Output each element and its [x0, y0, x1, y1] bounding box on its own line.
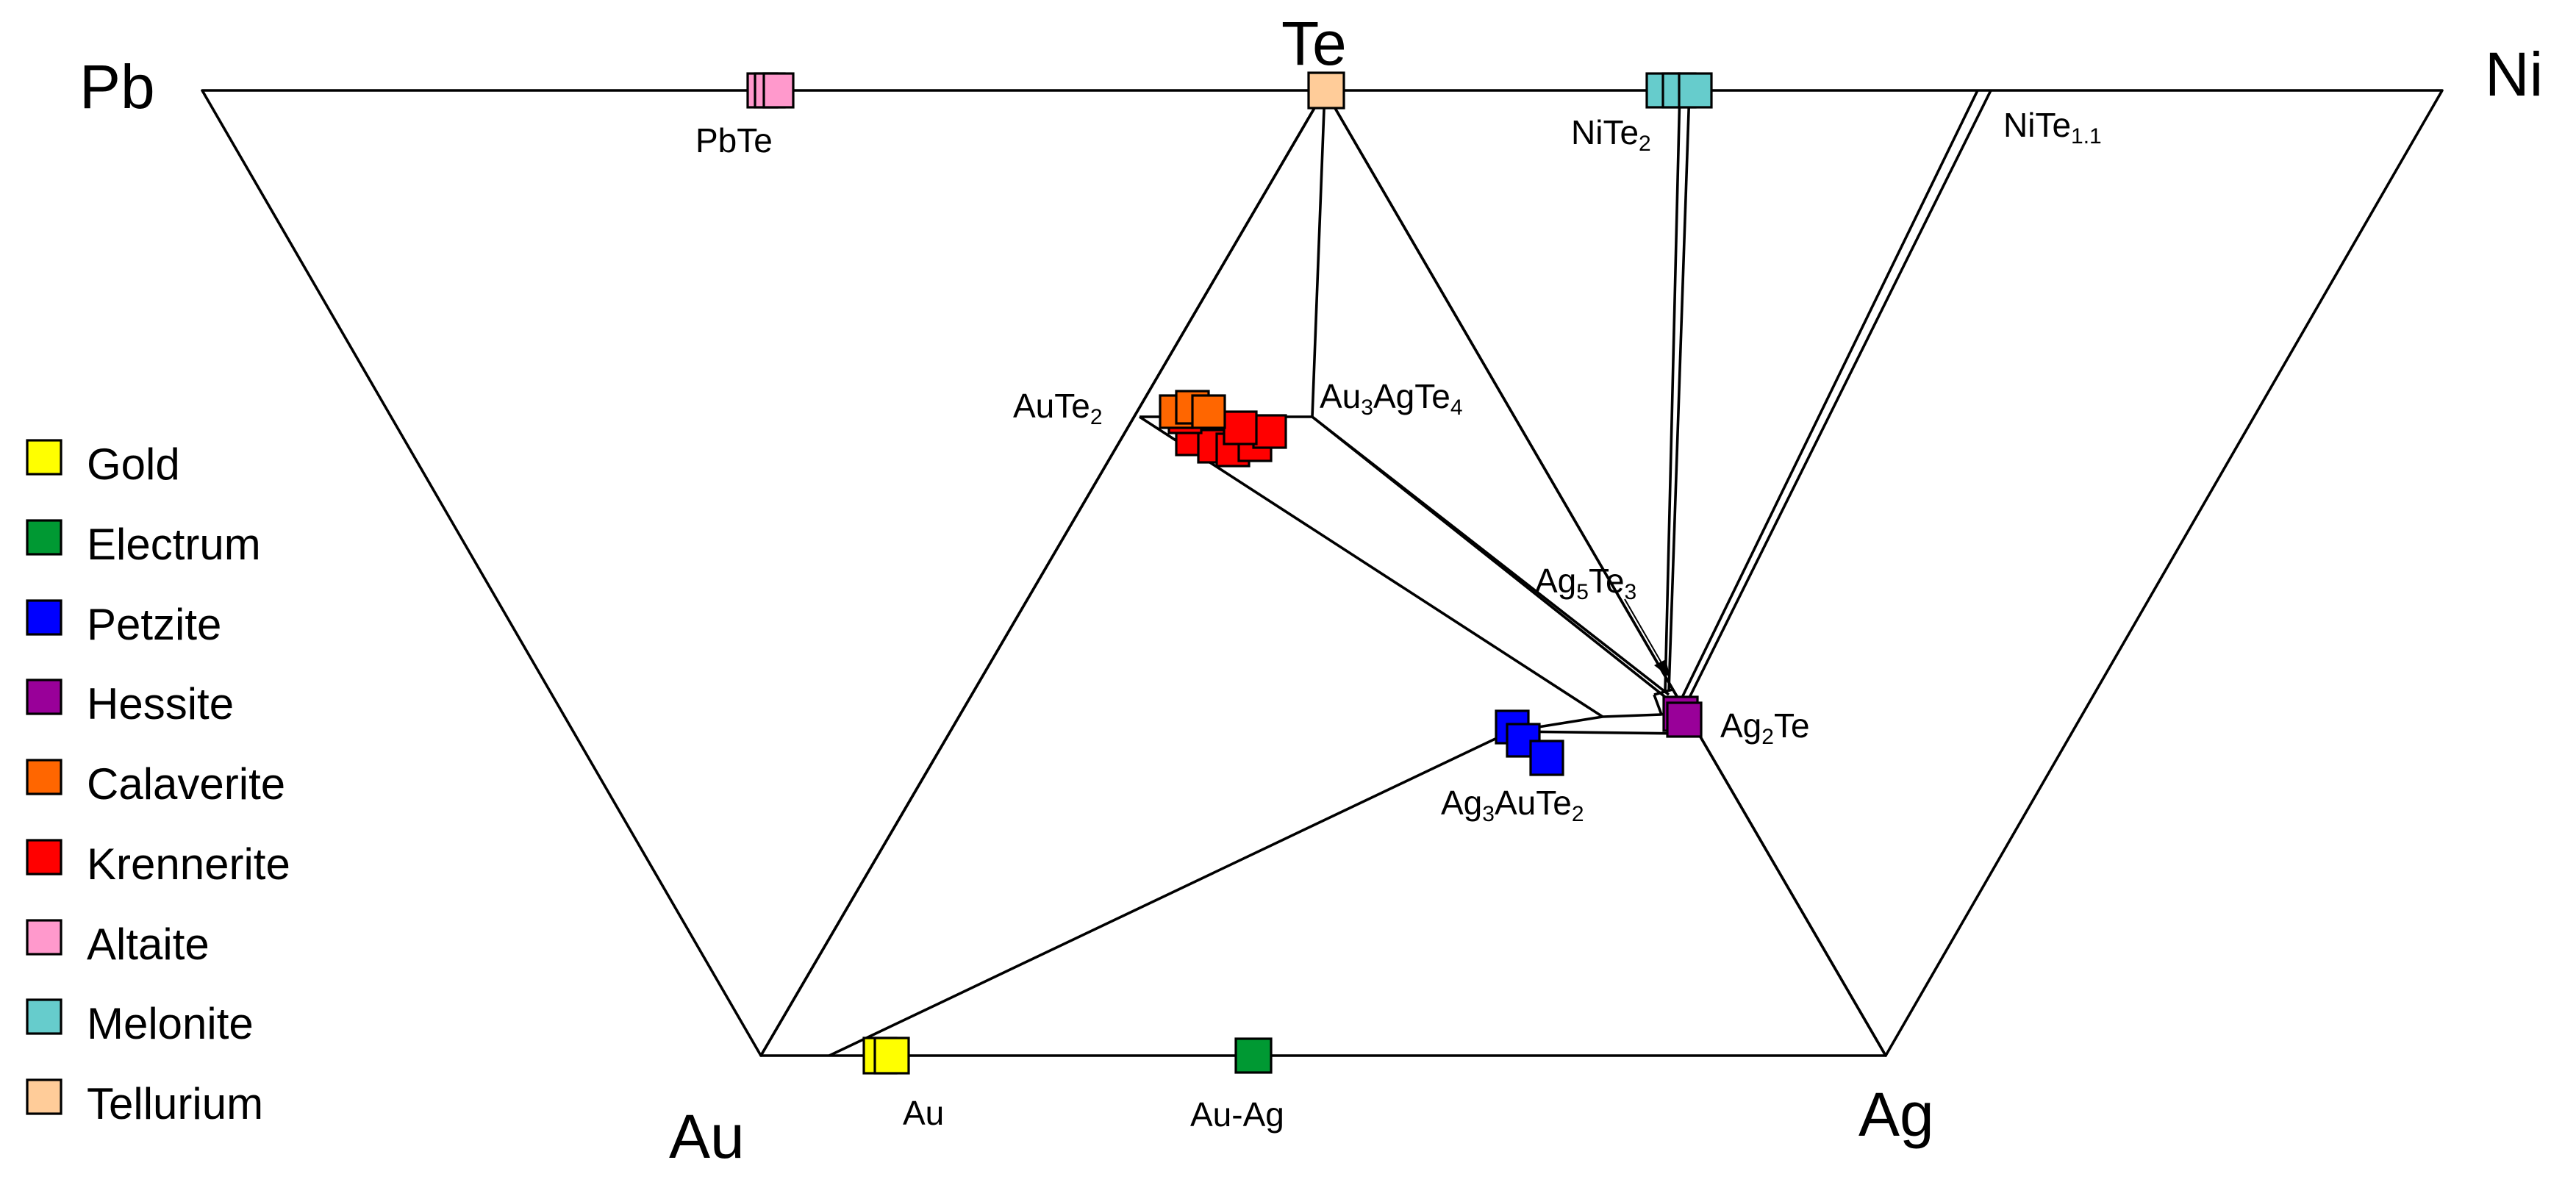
- hessite-markers: [1662, 695, 1703, 738]
- legend-swatch: [26, 519, 62, 556]
- phase-label-au3agte4: Au3AgTe4: [1320, 377, 1463, 420]
- legend-item-krennerite: Krennerite: [26, 839, 290, 889]
- phase-label-pbte: PbTe: [695, 121, 773, 160]
- phase-label-ag2te: Ag2Te: [1720, 706, 1810, 749]
- legend-swatch: [26, 439, 62, 476]
- legend-label: Melonite: [87, 999, 254, 1048]
- legend-item-calaverite: Calaverite: [26, 759, 285, 809]
- legend-item-tellurium: Tellurium: [26, 1078, 263, 1128]
- legend-item-gold: Gold: [26, 439, 180, 489]
- gold-markers: [862, 1037, 910, 1075]
- legend-item-electrum: Electrum: [26, 519, 261, 569]
- legend-label: Krennerite: [87, 839, 290, 889]
- pb-te-au-triangle: [201, 89, 1326, 1057]
- legend-swatch: [26, 679, 62, 715]
- petzite-markers: [1495, 709, 1564, 776]
- legend-label: Hessite: [87, 679, 234, 728]
- vertex-label-te: Te: [1281, 9, 1347, 78]
- legend-swatch: [26, 919, 62, 956]
- legend-label: Altaite: [87, 920, 210, 969]
- legend: Gold Electrum Petzite Hessite Calaverite…: [26, 439, 290, 1128]
- legend-item-melonite: Melonite: [26, 998, 254, 1048]
- legend-label: Electrum: [87, 520, 261, 569]
- legend-item-altaite: Altaite: [26, 919, 210, 969]
- altaite-markers: [746, 72, 795, 109]
- phase-label-ag3aute2: Ag3AuTe2: [1441, 784, 1584, 826]
- phase-label-ag5te3: Ag5Te3: [1535, 562, 1636, 604]
- phase-label-aute2: AuTe2: [1013, 387, 1103, 429]
- legend-label: Petzite: [87, 600, 221, 649]
- legend-swatch: [26, 839, 62, 876]
- legend-swatch: [26, 998, 62, 1035]
- vertex-label-ni: Ni: [2485, 40, 2543, 109]
- phase-label-au-ag: Au-Ag: [1190, 1095, 1284, 1134]
- tellurium-marker: [1307, 71, 1345, 110]
- legend-swatch: [26, 599, 62, 636]
- phase-label-au: Au: [903, 1094, 944, 1132]
- phase-label-nite1-1: NiTe1.1: [2003, 106, 2102, 148]
- legend-item-hessite: Hessite: [26, 679, 234, 728]
- te-au-ag-triangle: [759, 89, 1887, 1057]
- legend-item-petzite: Petzite: [26, 599, 221, 649]
- electrum-marker: [1234, 1037, 1273, 1074]
- melonite-markers: [1645, 72, 1713, 109]
- phase-label-nite2: NiTe2: [1571, 113, 1651, 156]
- ag5te3-arrow: [1624, 598, 1670, 678]
- legend-label: Calaverite: [87, 759, 285, 809]
- legend-swatch: [26, 1078, 62, 1115]
- te-ni-ag-triangle: [1323, 89, 2444, 1057]
- vertex-label-pb: Pb: [79, 52, 155, 121]
- legend-label: Gold: [87, 440, 180, 489]
- calaverite-markers: [1159, 390, 1226, 429]
- legend-swatch: [26, 759, 62, 795]
- vertex-label-ag: Ag: [1858, 1080, 1934, 1149]
- vertex-label-au: Au: [669, 1102, 745, 1171]
- legend-label: Tellurium: [87, 1079, 263, 1128]
